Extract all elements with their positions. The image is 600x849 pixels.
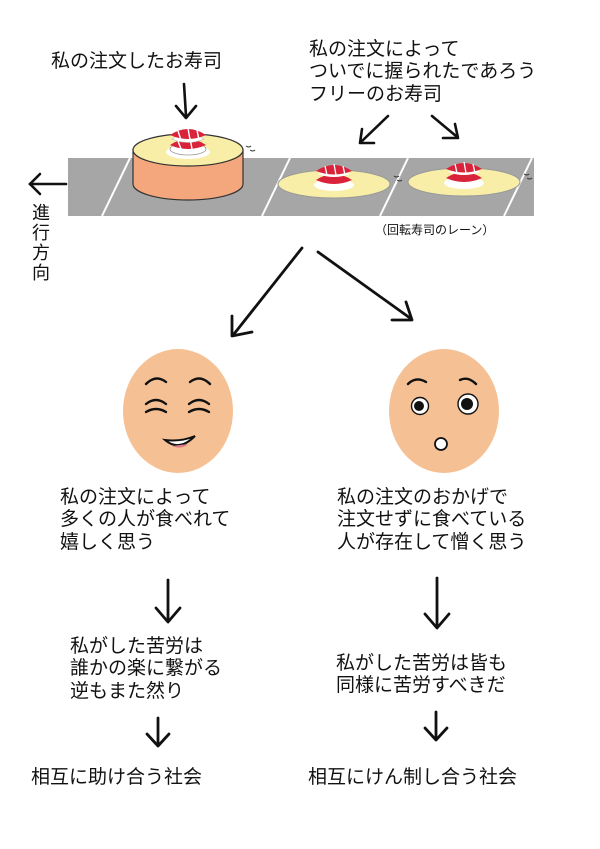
right-thought-text: 私の注文のおかげで 注文せずに食べている 人が存在して憎く思う — [337, 486, 527, 553]
free-sushi-plate-1 — [277, 163, 403, 199]
left-conclusion-text: 相互に助け合う社会 — [31, 766, 203, 788]
my-order-label: 私の注文したお寿司 — [51, 50, 223, 72]
branch-arrow-left — [230, 246, 304, 338]
direction-arrow — [28, 172, 68, 196]
arrow-to-free-sushi-1 — [358, 114, 390, 145]
free-sushi-label: 私の注文によって ついでに握られたであろう フリーのお寿司 — [309, 38, 537, 105]
down-arrow-right-2 — [423, 710, 449, 742]
free-sushi-plate-2 — [407, 161, 533, 197]
happy-face — [123, 349, 233, 473]
left-thought-text: 私の注文によって 多くの人が食べれて 嬉しく思う — [60, 486, 231, 553]
direction-label: 進行方向 — [29, 203, 50, 283]
lane-caption: （回転寿司のレーン） — [375, 223, 495, 237]
down-arrow-right-1 — [423, 576, 451, 630]
down-arrow-left-1 — [154, 578, 182, 624]
left-reasoning-text: 私がした苦労は 誰かの楽に繋がる 逆もまた然り — [70, 635, 223, 702]
down-arrow-left-2 — [145, 716, 171, 748]
my-order-sushi-stand — [132, 127, 256, 201]
right-reasoning-text: 私がした苦労は皆も 同様に苦労すべきだ — [336, 652, 508, 697]
right-conclusion-text: 相互にけん制し合う社会 — [308, 766, 518, 788]
worried-face — [389, 349, 499, 473]
arrow-to-free-sushi-2 — [430, 114, 460, 140]
arrow-to-my-sushi — [174, 82, 198, 120]
branch-arrow-right — [316, 250, 414, 322]
